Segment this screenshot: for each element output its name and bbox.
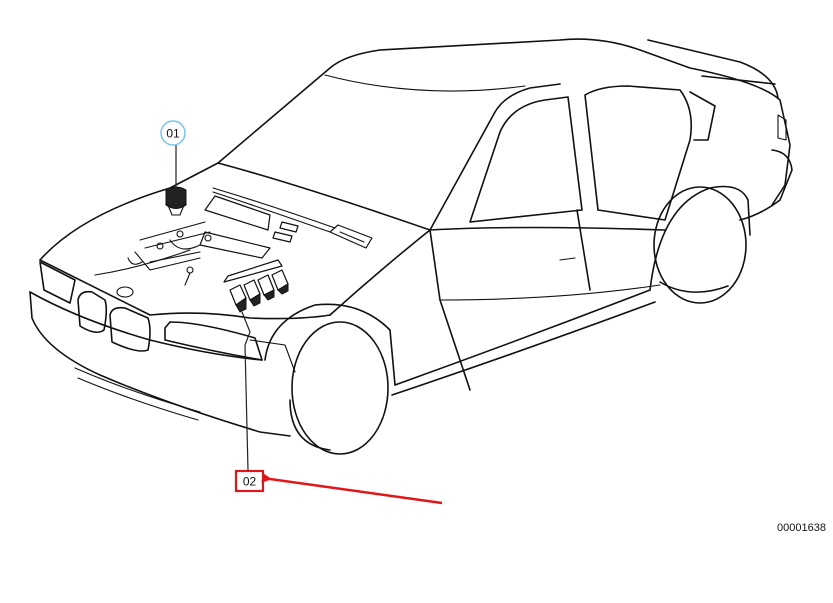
part-01-sensor [165,186,187,209]
front-door-window [469,96,583,223]
callout-01-circle [160,120,186,146]
part-02-assembly [223,259,289,313]
front-bumper [29,291,291,437]
callout-01: 01 [160,120,186,190]
reference-code: 00001638 [777,522,826,534]
car-roof-outline [217,38,791,206]
car-outline [29,38,793,455]
windshield [217,83,561,231]
callout-01-label: 01 [166,127,180,141]
kidney-grille-left [77,290,108,334]
callout-02: 02 [234,311,443,505]
rear-door-window [584,85,693,221]
rear-wheel [653,186,747,304]
headlight-right [164,321,263,361]
callout-02-label: 02 [243,475,257,489]
wiring-harness [127,186,373,286]
rear-wheel-arch [649,185,751,291]
harness-main-loom [204,195,271,231]
red-pointer-arrow [261,472,443,505]
hood-outline [39,162,219,261]
hood-emblem [116,286,134,298]
front-wheel [291,321,389,455]
front-wheel-arch [264,303,396,386]
kidney-grille-right [109,306,151,352]
part-02-rail [223,259,283,283]
